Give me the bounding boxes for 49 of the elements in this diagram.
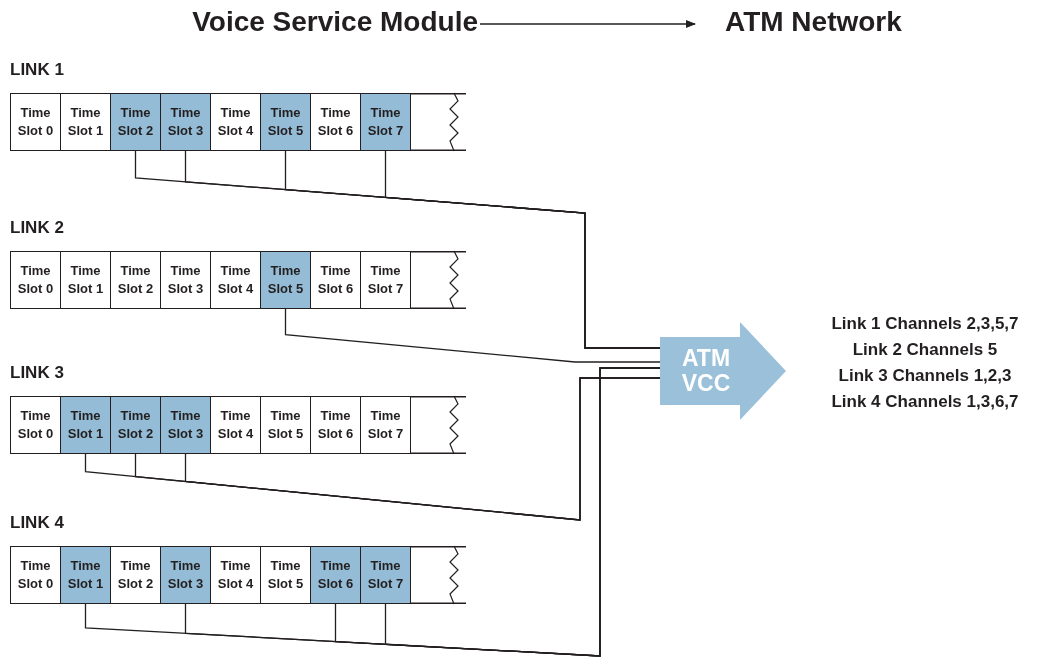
- time-slot: Time Slot 1: [60, 93, 111, 151]
- selected-time-slot: Time Slot 3: [160, 93, 211, 151]
- heading-text: Voice Service Module: [192, 6, 478, 38]
- time-slot: Time Slot 0: [10, 546, 61, 604]
- time-slot: Time Slot 7: [360, 251, 411, 309]
- break-cell: [410, 251, 466, 309]
- time-slot: Time Slot 1: [60, 251, 111, 309]
- selected-time-slot: Time Slot 2: [110, 396, 161, 454]
- channel-note: Link 3 Channels 1,2,3: [837, 366, 1013, 386]
- selected-time-slot: Time Slot 1: [60, 396, 111, 454]
- time-slot: Time Slot 4: [210, 251, 261, 309]
- link-heading: LINK 4: [10, 513, 64, 533]
- time-slot: Time Slot 0: [10, 93, 61, 151]
- selected-time-slot: Time Slot 5: [260, 251, 311, 309]
- time-slot: Time Slot 5: [260, 396, 311, 454]
- channel-note: Link 1 Channels 2,3,5,7: [830, 314, 1020, 334]
- selected-time-slot: Time Slot 2: [110, 93, 161, 151]
- heading-text: ATM Network: [725, 6, 902, 38]
- time-slot: Time Slot 2: [110, 546, 161, 604]
- time-slot: Time Slot 7: [360, 396, 411, 454]
- selected-time-slot: Time Slot 7: [360, 93, 411, 151]
- link-heading: LINK 1: [10, 60, 64, 80]
- arrow: [479, 20, 696, 28]
- time-slot: Time Slot 4: [210, 93, 261, 151]
- selected-time-slot: Time Slot 3: [160, 546, 211, 604]
- selected-time-slot: Time Slot 5: [260, 93, 311, 151]
- link-heading: LINK 3: [10, 363, 64, 383]
- time-slot: Time Slot 6: [310, 93, 361, 151]
- time-slot: Time Slot 6: [310, 251, 361, 309]
- selected-time-slot: Time Slot 1: [60, 546, 111, 604]
- selected-time-slot: Time Slot 3: [160, 396, 211, 454]
- time-slot: Time Slot 0: [10, 396, 61, 454]
- time-slot: Time Slot 6: [310, 396, 361, 454]
- time-slot: Time Slot 4: [210, 396, 261, 454]
- break-cell: [410, 93, 466, 151]
- time-slot: Time Slot 5: [260, 546, 311, 604]
- break-cell: [410, 396, 466, 454]
- selected-time-slot: Time Slot 7: [360, 546, 411, 604]
- selected-time-slot: Time Slot 6: [310, 546, 361, 604]
- channel-note: Link 2 Channels 5: [851, 340, 999, 360]
- time-slot: Time Slot 2: [110, 251, 161, 309]
- channel-note: Link 4 Channels 1,3,6,7: [830, 392, 1020, 412]
- break-cell: [410, 546, 466, 604]
- time-slot: Time Slot 4: [210, 546, 261, 604]
- time-slot: Time Slot 3: [160, 251, 211, 309]
- arrow-label: ATM VCC: [680, 346, 732, 396]
- link-heading: LINK 2: [10, 218, 64, 238]
- time-slot: Time Slot 0: [10, 251, 61, 309]
- connector-line: [284, 308, 661, 363]
